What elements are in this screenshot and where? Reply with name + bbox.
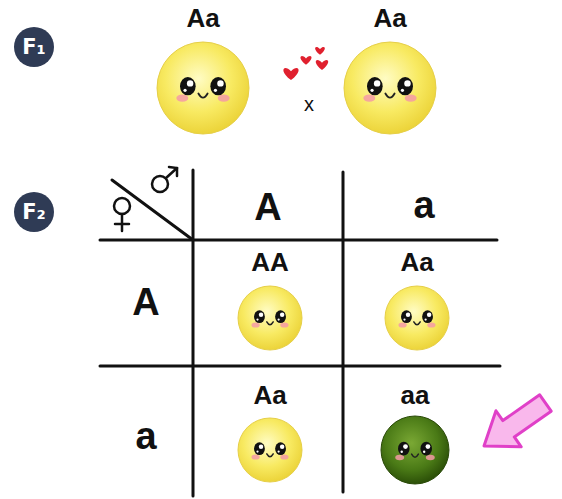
sex-symbols <box>114 167 177 231</box>
genotype-face: AA <box>236 247 304 352</box>
face-drawing <box>342 40 438 136</box>
face-drawing <box>155 40 251 136</box>
generation-label: F₁ <box>22 37 46 58</box>
genotype-face: aa <box>379 380 451 486</box>
allele-header: a <box>135 417 156 455</box>
face-drawing <box>383 284 451 352</box>
genotype-face: Aa <box>155 3 251 136</box>
genotype-label: Aa <box>186 3 219 33</box>
genotype-label: Aa <box>253 380 286 410</box>
generation-badge: F₂ <box>14 192 54 232</box>
genotype-face: Aa <box>342 3 438 136</box>
face-drawing <box>379 414 451 486</box>
generation-label: F₂ <box>22 202 46 223</box>
face-drawing <box>236 416 304 484</box>
cross-sign: x <box>304 94 314 114</box>
generation-badge: F₁ <box>14 27 54 67</box>
face-drawing <box>236 284 304 352</box>
table-grid <box>100 170 500 496</box>
allele-header: a <box>413 186 434 224</box>
allele-header: A <box>132 283 159 321</box>
allele-header: A <box>254 188 281 226</box>
genotype-face: Aa <box>383 247 451 352</box>
genotype-label: aa <box>401 380 430 410</box>
genotype-face: Aa <box>236 380 304 484</box>
genotype-label: Aa <box>400 247 433 277</box>
genotype-label: Aa <box>373 3 406 33</box>
genotype-label: AA <box>251 247 289 277</box>
hearts <box>283 47 328 80</box>
pointer-arrow <box>471 385 558 464</box>
